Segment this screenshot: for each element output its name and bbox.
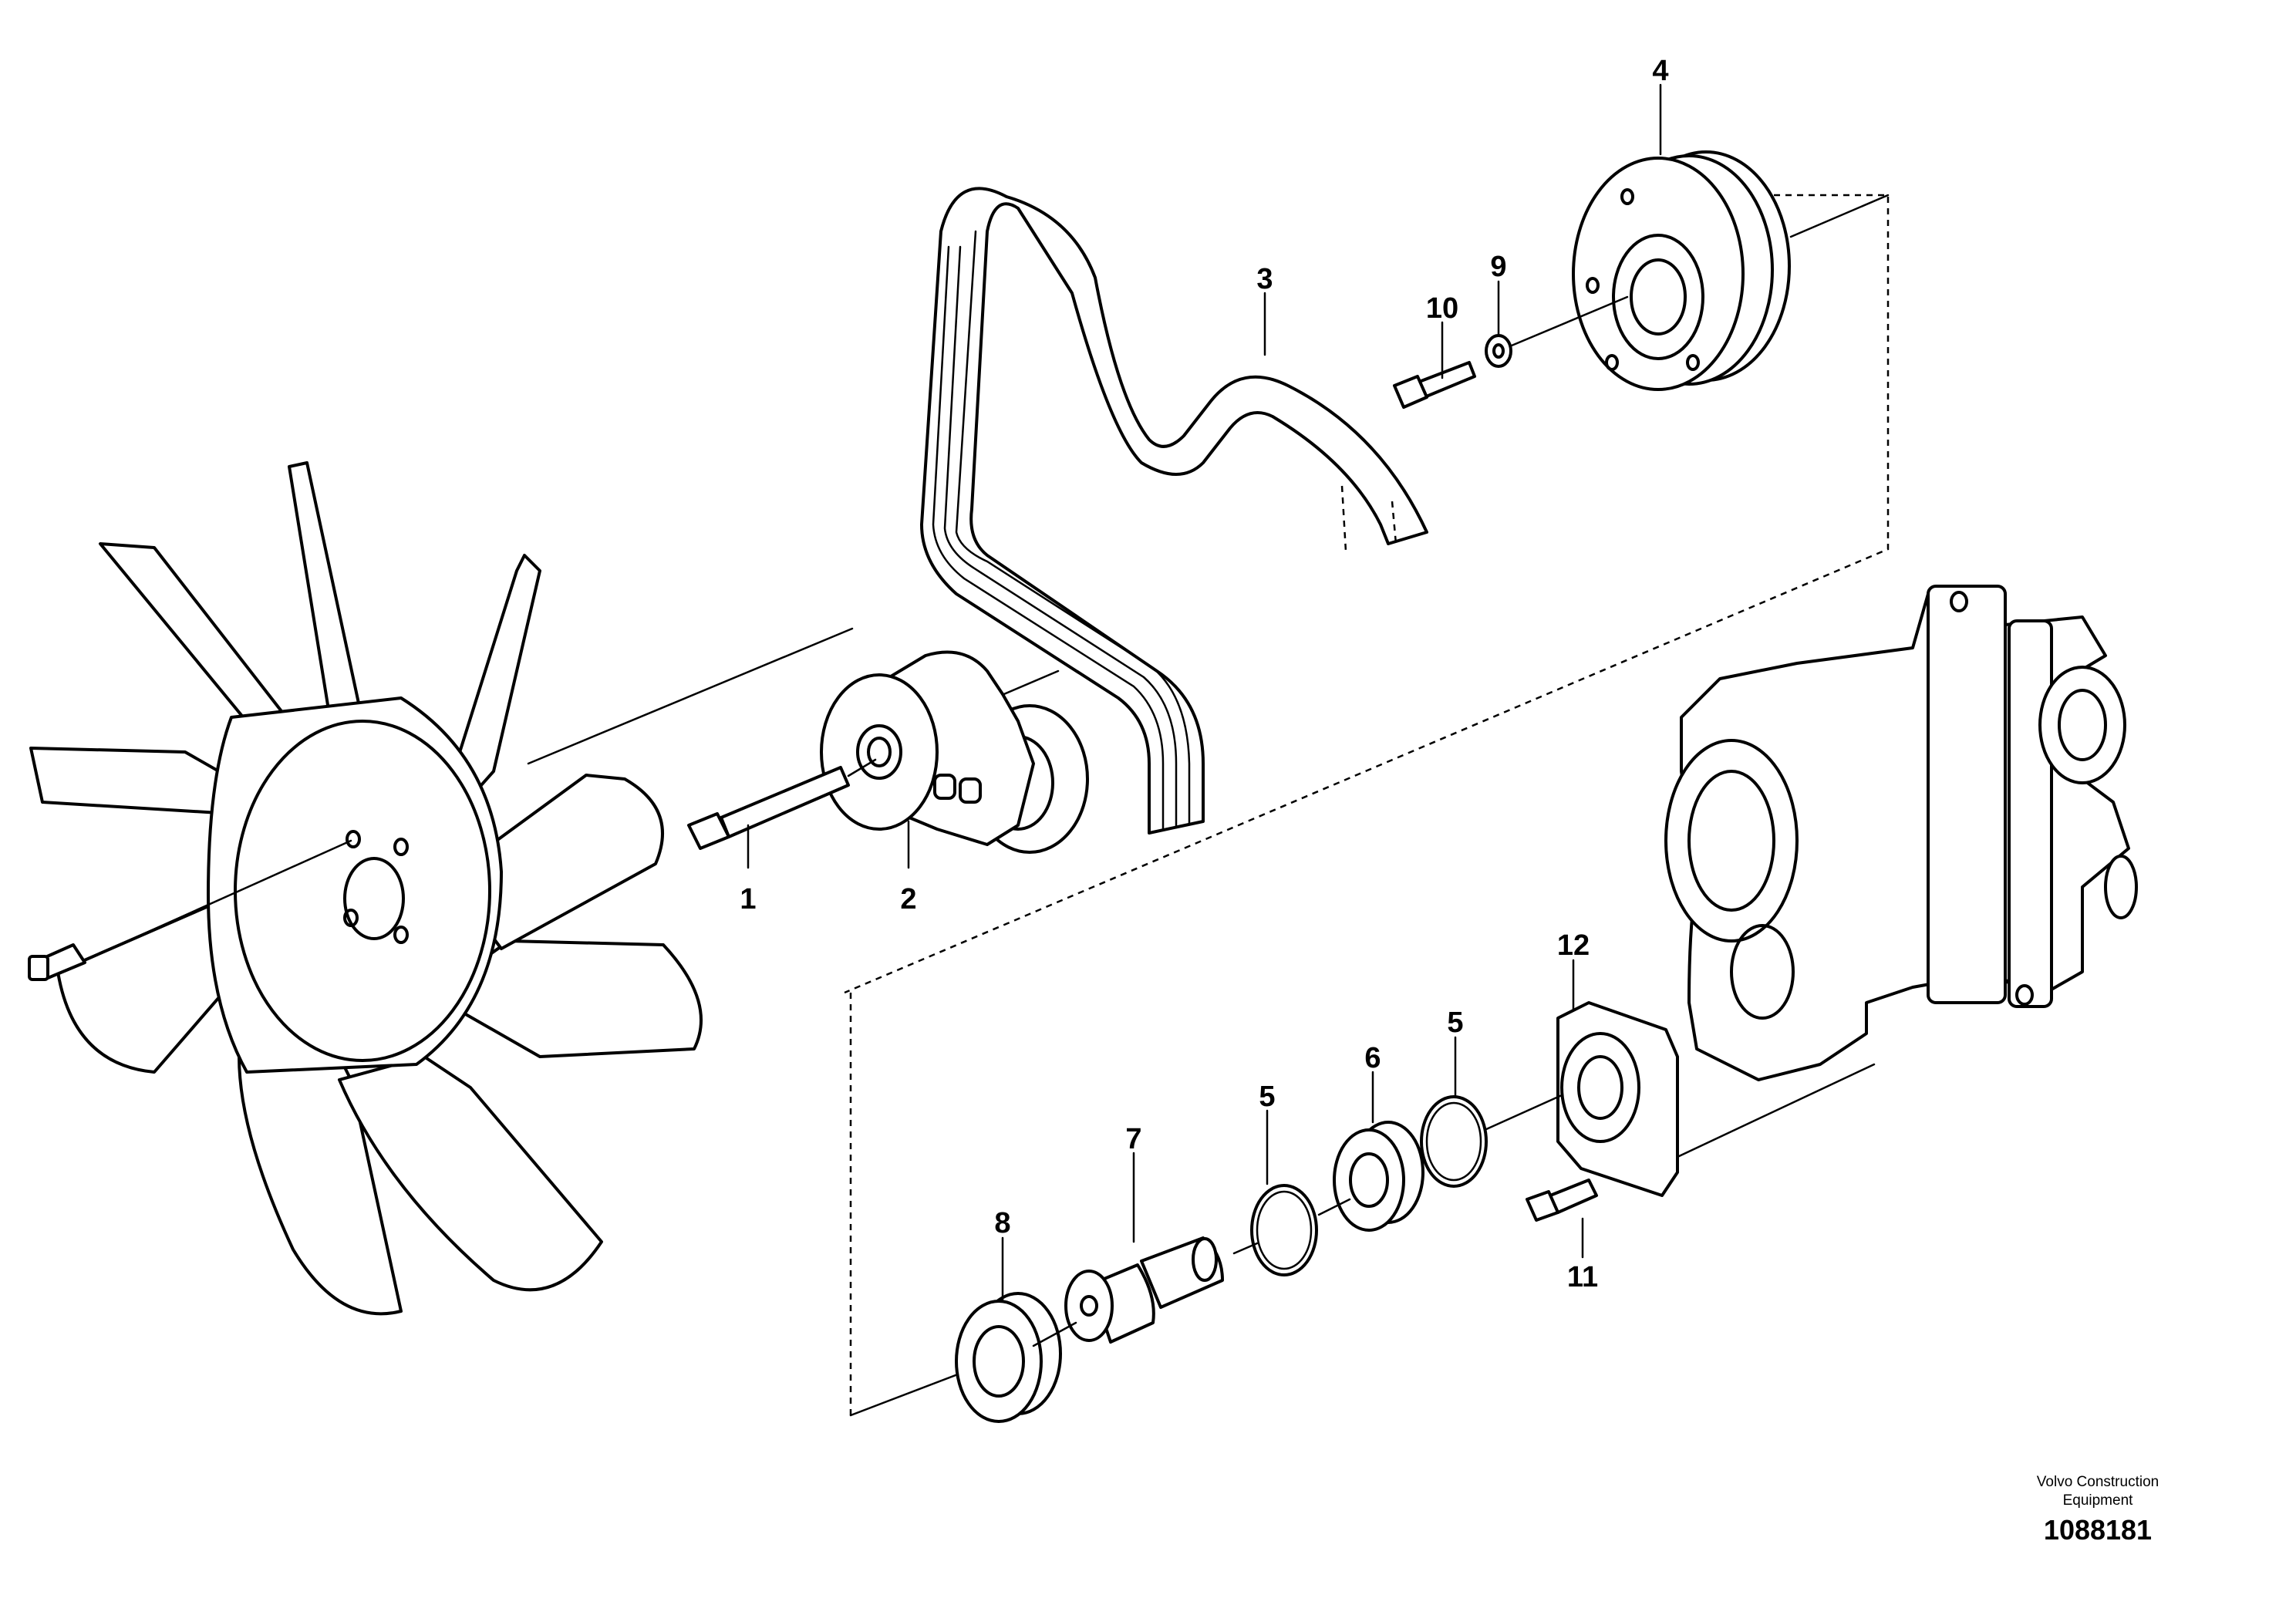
fan-blade [430,939,703,1058]
callout-4: 4 [1652,55,1668,87]
pump-outlet-port [2038,666,2126,784]
pulley-bolt [1393,361,1476,409]
callout-7: 7 [1125,1123,1141,1155]
document-footer: Volvo Construction Equipment 1088181 [2037,1474,2159,1546]
pump-outlet-pipe [2104,855,2138,919]
fan-blade [238,1024,403,1316]
callout-2: 2 [900,883,916,916]
fan-bolt-hole [393,926,409,944]
brand-line-1: Volvo Construction [2037,1474,2159,1490]
circlip-left [1250,1184,1351,1276]
fan-bolt-hole [346,830,361,848]
callout-1: 1 [740,883,756,916]
fan-blade [29,747,241,815]
fan-bolt-hole [393,838,409,856]
crank-pulley [1572,150,1791,391]
callout-5-left: 5 [1259,1081,1275,1113]
drive-belt [920,187,1428,835]
fan-blade [338,1055,603,1292]
pump-gasket-plate [1927,585,2007,1004]
fan-blade [99,542,291,742]
callout-9: 9 [1490,251,1506,283]
belt-tensioner [820,650,1089,854]
tensioner-bolt [687,758,877,850]
fan-center-bore [343,857,405,940]
pulley-hub [1612,234,1704,360]
bearing-8 [955,1292,1077,1423]
callout-leaders [747,83,1662,1301]
callout-5-right: 5 [1447,1007,1463,1039]
callout-6: 6 [1364,1042,1381,1074]
housing-bolt [1526,1179,1598,1222]
brand-line-2: Equipment [2063,1492,2134,1509]
callout-12: 12 [1557,929,1590,962]
fan-blade [56,905,256,1074]
callout-labels: 1 2 3 4 5 5 6 7 8 9 10 11 12 [740,55,1668,1293]
document-number: 1088181 [2044,1514,2152,1546]
pump-shaft [1064,1236,1259,1344]
callout-8: 8 [994,1207,1010,1239]
belt-outline [920,187,1428,835]
callout-10: 10 [1426,292,1458,325]
bearing-housing [1556,1001,1876,1197]
pump-inlet-port [1664,739,1799,943]
callout-3: 3 [1256,263,1273,295]
fan-blade [288,461,364,730]
callout-11: 11 [1567,1261,1598,1293]
assembly-guide-lines [527,194,1890,1417]
circlip-right [1420,1094,1563,1188]
bearing-6 [1333,1121,1424,1232]
cooling-fan [28,461,703,1316]
fan-blade [453,774,664,950]
water-pump-housing [1664,585,2138,1081]
fan-bolt-hole [343,909,359,927]
